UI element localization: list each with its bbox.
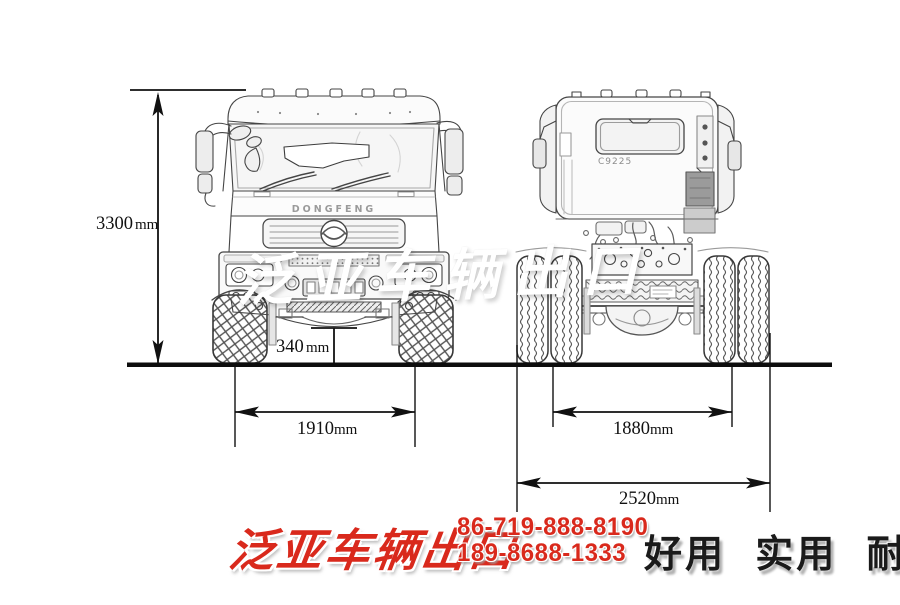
cab-height-value: 3300 <box>96 214 133 234</box>
chassis-model-text: C9225 <box>598 157 632 167</box>
rear-window <box>596 119 684 154</box>
front-view-drawing: DONGFENG <box>196 89 463 363</box>
ground-line <box>127 363 832 368</box>
rear-crossmember <box>592 244 692 275</box>
dimension-ground-clearance: 340 mm <box>276 328 357 363</box>
dimension-rear-track: 1880 mm <box>553 367 732 439</box>
footer-phone-numbers: 86-719-888-8190 189-8688-1333 <box>457 514 648 566</box>
slogan-word-2: 实用 <box>755 532 837 576</box>
rear-vent <box>686 172 714 206</box>
clearance-value: 340 <box>276 337 304 357</box>
rear-track-unit: mm <box>650 422 674 438</box>
slogan-word-3: 耐用 <box>867 532 900 576</box>
right-mirror <box>437 121 463 195</box>
phone-line-2: 189-8688-1333 <box>457 540 648 566</box>
clearance-unit: mm <box>306 340 330 356</box>
front-left-tire <box>213 295 267 363</box>
front-bumper <box>219 252 449 301</box>
front-right-tire <box>399 295 453 363</box>
rear-left-outer-tire <box>517 256 548 363</box>
phone-line-1: 86-719-888-8190 <box>457 514 648 540</box>
rear-track-value: 1880 <box>613 419 650 439</box>
footer-slogan: 好用 实用 耐用 <box>644 523 900 578</box>
front-track-unit: mm <box>334 422 358 438</box>
rear-right-inner-tire <box>704 256 735 363</box>
cab-height-unit: mm <box>135 217 159 233</box>
rear-view-drawing: C9225 <box>516 90 769 363</box>
rear-left-inner-tire <box>551 256 582 363</box>
front-grille <box>263 219 405 248</box>
dongfeng-logo-icon <box>321 221 347 247</box>
rear-roof-lamps <box>572 90 710 97</box>
overall-width-value: 2520 <box>619 489 656 509</box>
overall-width-unit: mm <box>656 492 680 508</box>
dimension-front-track: 1910 mm <box>235 367 415 447</box>
dongfeng-brand-text: DONGFENG <box>292 204 376 215</box>
front-track-value: 1910 <box>297 419 334 439</box>
rear-right-outer-tire <box>738 256 769 363</box>
slogan-word-1: 好用 <box>644 532 726 576</box>
